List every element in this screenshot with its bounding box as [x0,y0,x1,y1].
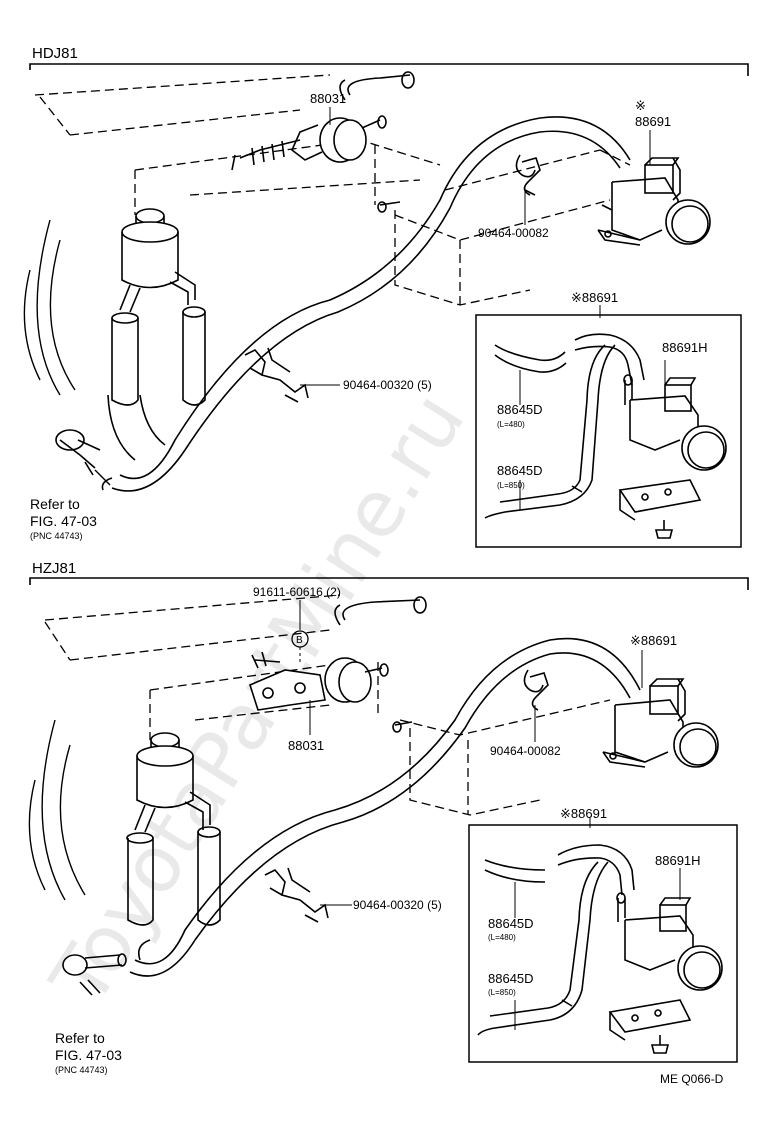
fender-arcs [23,219,111,486]
refer-text-line3: (PNC 44743) [55,1065,108,1075]
upper-tube [347,74,411,96]
section-bracket [29,577,749,590]
refer-text-line1: Refer to [30,496,80,512]
reservoir-tank [107,208,206,461]
label-inset-88691: ※88691 [560,806,607,821]
inset-box-hzj81 [468,824,738,1063]
leader-lines [299,600,681,1030]
clip-90464-00082 [523,669,549,711]
long-vacuum-hose [134,637,641,965]
label-88645D-short-length: (L=480) [488,933,516,942]
label-90464-00320: 90464-00320 (5) [353,898,442,912]
footer-code: ME Q066-D [660,1072,724,1086]
clamp-90464-00320 [264,867,329,923]
label-88691H: 88691H [662,340,708,355]
label-inset-88691: ※88691 [571,290,618,305]
label-91611-60616: 91611-60616 (2) [253,585,341,599]
engine-bay-outline [34,74,631,306]
fitting-left [55,429,101,476]
leader-lines [300,107,666,510]
clamp-90464-00320 [244,347,309,403]
clip-90464-00082 [515,154,541,196]
label-90464-00320: 90464-00320 (5) [343,378,432,392]
section-bracket [29,63,749,76]
label-88691: ※88691 [630,633,677,648]
fender-arcs [28,719,86,901]
label-88691H: 88691H [655,853,701,868]
label-88031: 88031 [310,91,346,106]
label-88645D-long: 88645D [488,971,534,986]
refer-text-line1: Refer to [55,1030,105,1046]
vsv-88691 [602,678,719,768]
long-vacuum-hose [119,116,631,480]
model-label: HZJ81 [32,560,76,577]
marker-b: B [296,635,303,646]
label-88645D-long-length: (L=850) [488,988,516,997]
label-88645D-short-length: (L=480) [497,420,525,429]
section-hdj81: HDJ81 [23,45,749,548]
vacuum-actuator-88031 [231,115,387,171]
refer-text-line3: (PNC 44743) [30,531,83,541]
label-88645D-short: 88645D [488,916,534,931]
label-88645D-long: 88645D [497,463,543,478]
reservoir-tank [126,732,221,926]
model-label: HDJ81 [32,45,78,62]
refer-text-line2: FIG. 47-03 [55,1047,122,1063]
label-88645D-short: 88645D [497,402,543,417]
label-90464-00082: 90464-00082 [490,744,561,758]
fitting-left [62,953,127,996]
label-88691-star: ※ [635,98,646,113]
section-hzj81: HZJ81 B [28,560,749,1075]
inset-box-hdj81 [475,314,742,548]
vacuum-actuator-88031 [249,651,389,711]
label-90464-00082: 90464-00082 [478,226,549,240]
label-88645D-long-length: (L=850) [497,481,525,490]
upper-tube [342,599,421,621]
label-88031: 88031 [288,738,324,753]
label-88691: 88691 [635,114,671,129]
refer-text-line2: FIG. 47-03 [30,513,97,529]
vsv-88691 [597,157,711,246]
